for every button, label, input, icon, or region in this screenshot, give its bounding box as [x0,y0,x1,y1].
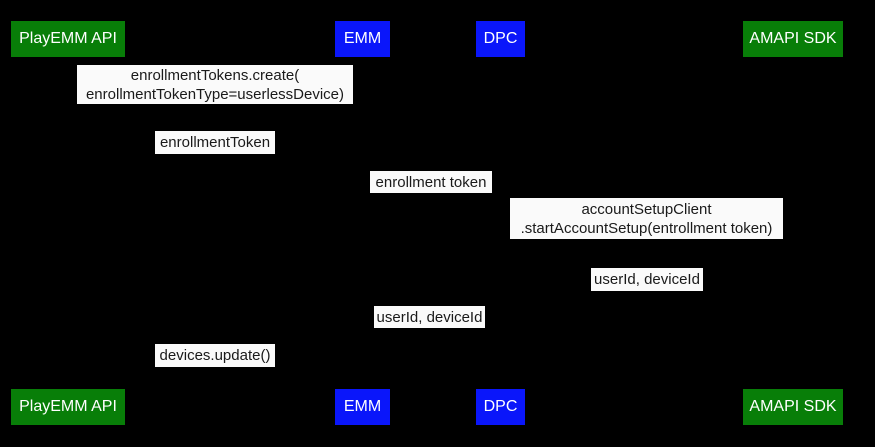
message-enrollment-token-return: enrollmentToken [155,131,275,154]
actor-playemm-api-bottom: PlayEMM API [11,389,125,425]
actor-amapi-sdk-top: AMAPI SDK [743,21,843,57]
actor-emm-bottom: EMM [335,389,390,425]
message-userid-deviceid-2: userId, deviceId [374,306,485,328]
actor-emm-top: EMM [335,21,390,57]
actor-dpc-bottom: DPC [476,389,525,425]
message-enrollment-token-forward: enrollment token [370,171,492,193]
message-userid-deviceid-1: userId, deviceId [591,268,703,291]
actor-playemm-api-top: PlayEMM API [11,21,125,57]
actor-dpc-top: DPC [476,21,525,57]
message-start-account-setup: accountSetupClient .startAccountSetup(en… [510,198,783,239]
actor-amapi-sdk-bottom: AMAPI SDK [743,389,843,425]
message-devices-update: devices.update() [155,344,275,367]
message-enrollment-tokens-create: enrollmentTokens.create( enrollmentToken… [77,65,353,104]
